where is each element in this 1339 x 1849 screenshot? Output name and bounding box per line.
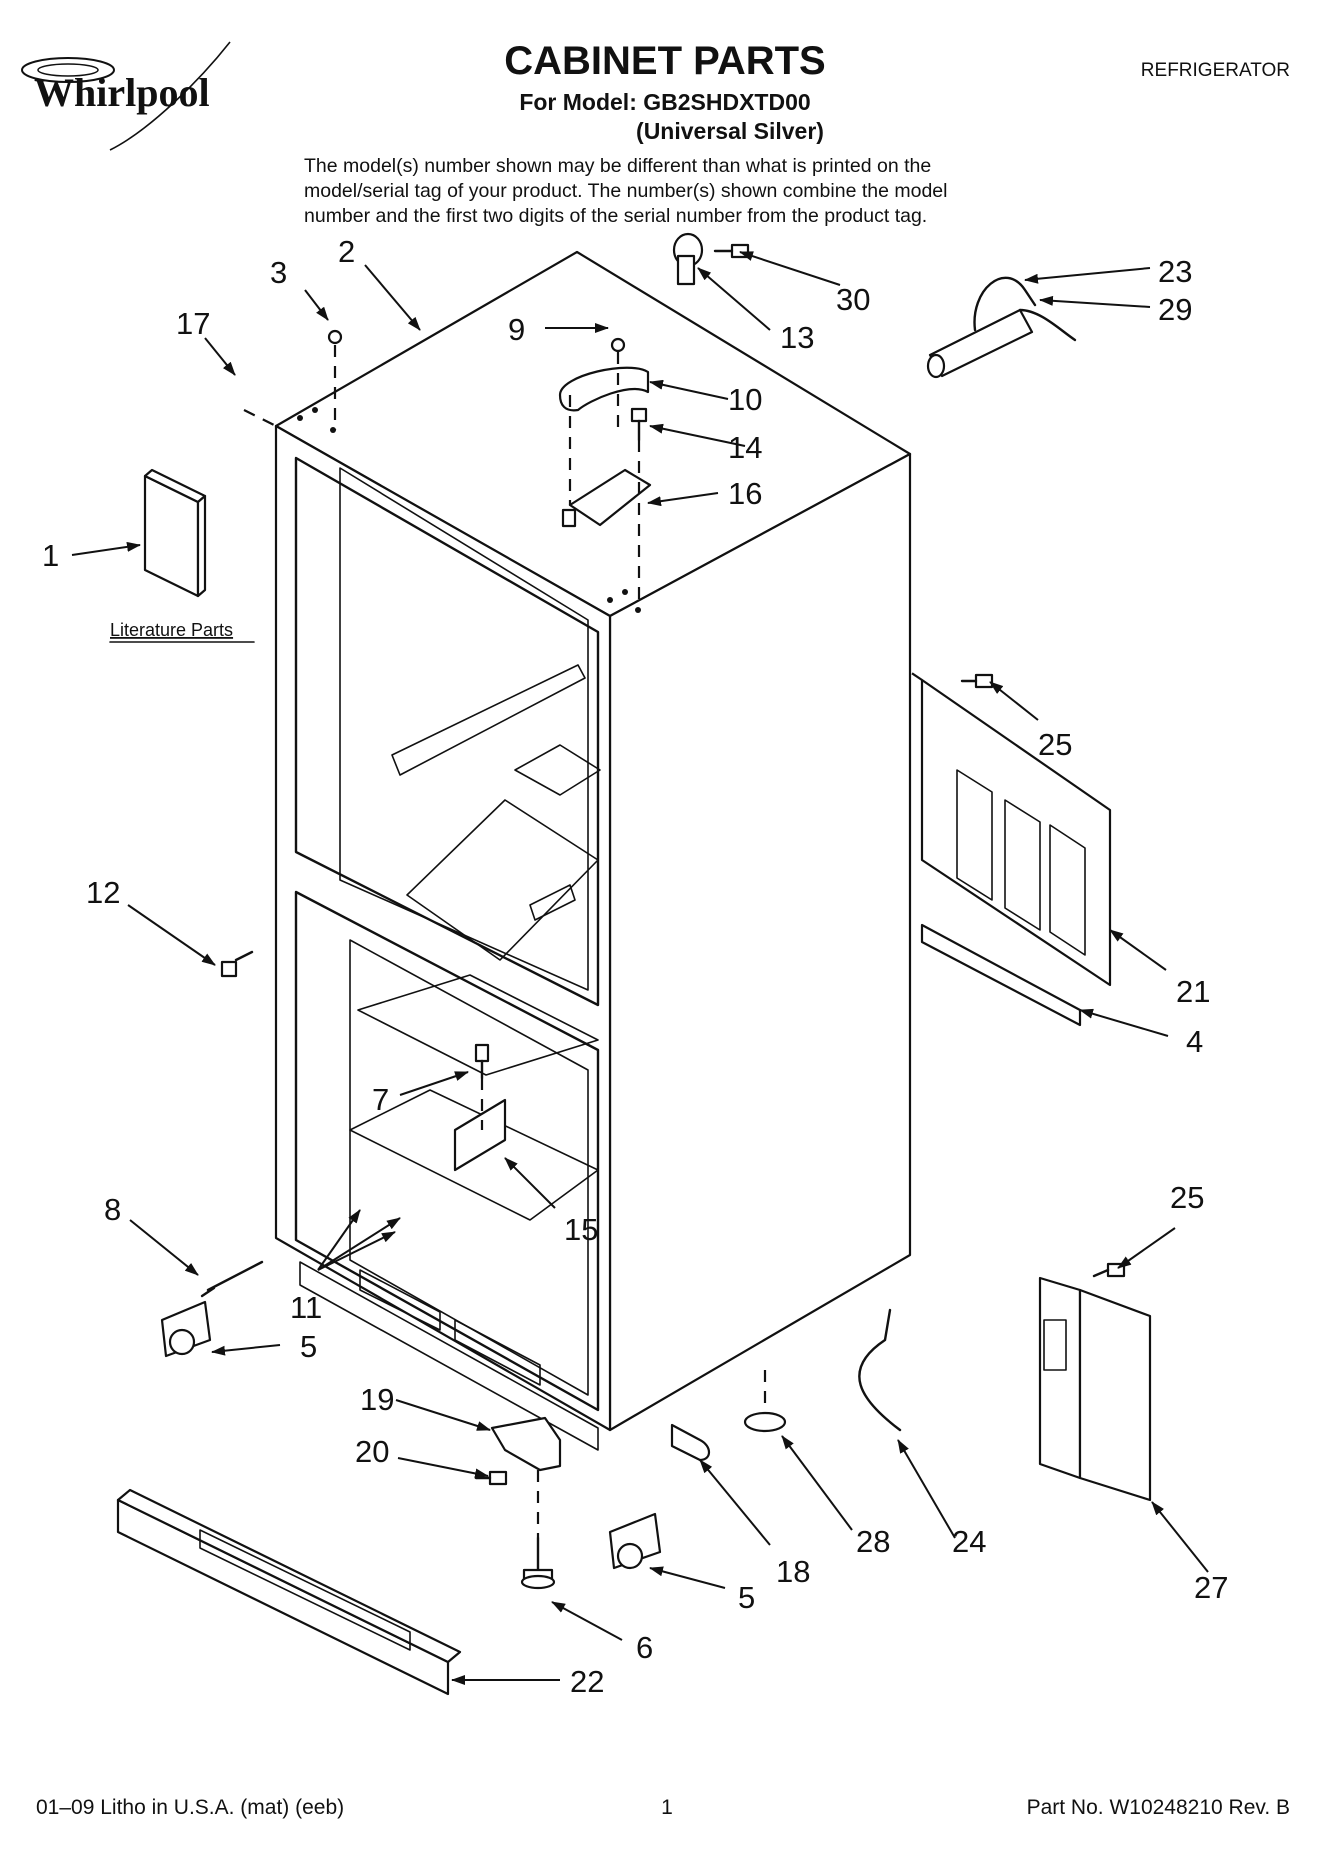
model-line: For Model: GB2SHDXTD00 [519, 89, 810, 115]
callout-24: 24 [952, 1524, 986, 1559]
drain-plug [743, 1411, 787, 1433]
part-number: Part No. W10248210 Rev. B [1027, 1796, 1290, 1819]
callout-21: 21 [1176, 974, 1210, 1009]
callout-25b: 25 [1170, 1180, 1204, 1215]
callout-12: 12 [86, 875, 120, 910]
callout-30: 30 [836, 282, 870, 317]
callout-27: 27 [1194, 1570, 1228, 1605]
water-tube [926, 276, 1077, 379]
base-grille [116, 1488, 462, 1696]
callout-22: 22 [570, 1664, 604, 1699]
disclaimer-line-1: The model(s) number shown may be differe… [304, 155, 931, 177]
callout-28: 28 [856, 1524, 890, 1559]
callout-9: 9 [508, 312, 525, 347]
callout-8: 8 [104, 1192, 121, 1227]
callout-13: 13 [780, 320, 814, 355]
hinge-cover [558, 366, 650, 412]
callout-15: 15 [564, 1212, 598, 1247]
print-info: 01–09 Litho in U.S.A. (mat) (eeb) [36, 1796, 344, 1819]
rear-caster [608, 1512, 662, 1570]
whirlpool-logo: Whirlpool [21, 41, 231, 151]
page-number: 1 [661, 1796, 673, 1819]
screws [200, 243, 1126, 1486]
leg-bracket [490, 1416, 562, 1472]
assembly-lines [243, 345, 923, 1538]
drain-hose [858, 1308, 902, 1432]
callout-leaders [71, 251, 1209, 1685]
electrical-box-cover [1038, 1276, 1152, 1502]
callout-14: 14 [728, 430, 762, 465]
literature-label: Literature Parts [110, 620, 233, 640]
callout-2: 2 [338, 234, 355, 269]
callout-16: 16 [728, 476, 762, 511]
callout-labels: 1 2 3 4 5 5 6 7 8 9 10 11 12 13 14 15 16… [42, 234, 1228, 1699]
top-hinge [568, 468, 652, 527]
callout-17: 17 [176, 306, 210, 341]
callout-4: 4 [1186, 1024, 1203, 1059]
callout-20: 20 [355, 1434, 389, 1469]
disclaimer-line-3: number and the first two digits of the s… [304, 205, 927, 227]
front-caster [160, 1300, 212, 1358]
leveling-leg [520, 1536, 556, 1590]
door-stop [672, 232, 704, 286]
literature-parts-book [143, 468, 207, 598]
mullion-bracket [453, 1098, 507, 1172]
callout-18: 18 [776, 1554, 810, 1589]
color-line: (Universal Silver) [636, 118, 824, 144]
callout-10: 10 [728, 382, 762, 417]
machine-compartment-cover [920, 678, 1112, 987]
callout-23: 23 [1158, 254, 1192, 289]
refrigerator-cabinet [274, 250, 912, 1451]
callout-5a: 5 [300, 1329, 317, 1364]
page-title: CABINET PARTS [504, 39, 825, 83]
callout-11: 11 [290, 1290, 322, 1325]
callout-19: 19 [360, 1382, 394, 1417]
callout-1: 1 [42, 538, 59, 573]
disclaimer-line-2: model/serial tag of your product. The nu… [304, 180, 947, 202]
brand-name: Whirlpool [34, 70, 210, 115]
callout-3: 3 [270, 255, 287, 290]
callout-6: 6 [636, 1630, 653, 1665]
gasket-strip [920, 923, 1082, 1027]
category-label: REFRIGERATOR [1141, 60, 1290, 81]
callout-29: 29 [1158, 292, 1192, 327]
tube-clip [670, 1423, 711, 1462]
callout-7: 7 [372, 1082, 389, 1117]
callout-25a: 25 [1038, 727, 1072, 762]
callout-5b: 5 [738, 1580, 755, 1615]
